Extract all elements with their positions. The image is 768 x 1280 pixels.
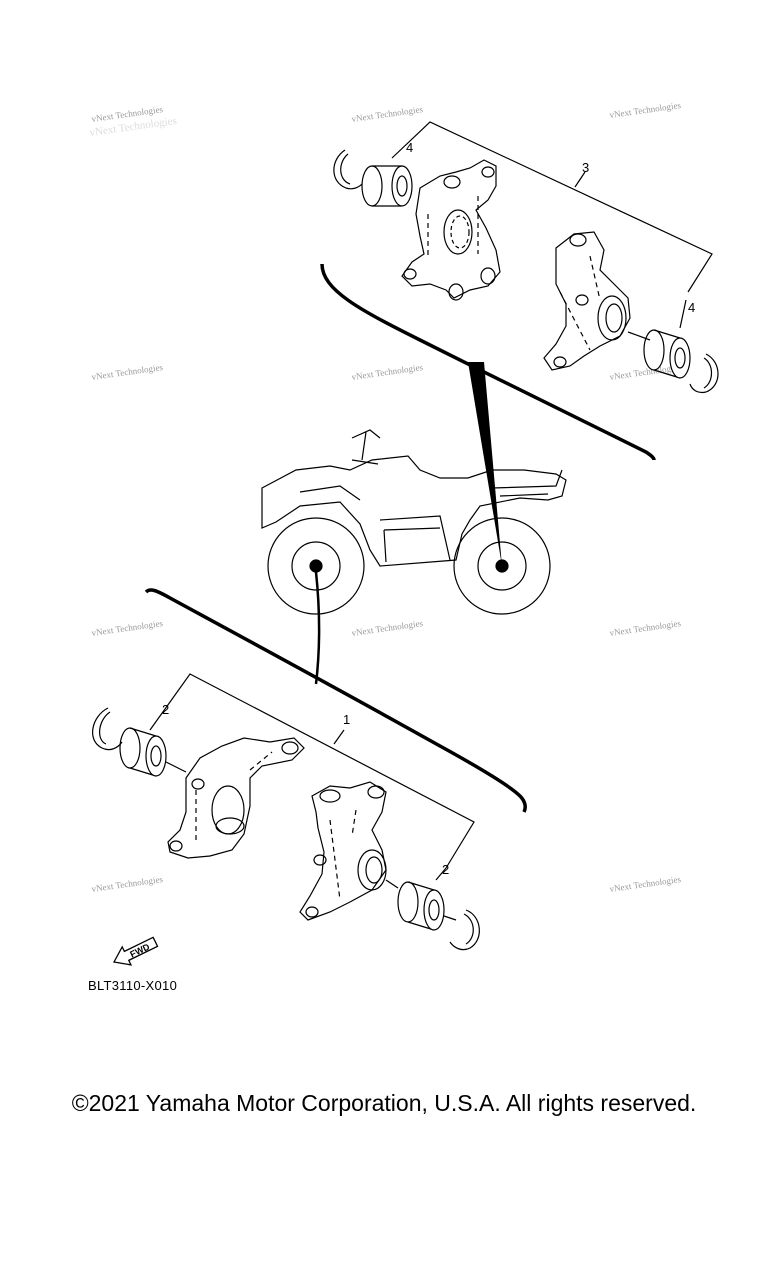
bearing-icon xyxy=(397,881,445,931)
knuckle-icon xyxy=(167,737,305,859)
bearing-icon xyxy=(361,165,413,207)
watermark: vNext Technologies xyxy=(351,104,424,124)
rear-group-brace xyxy=(320,263,656,461)
knuckle-icon xyxy=(401,159,501,301)
circlip-icon xyxy=(689,353,719,394)
front-group-brace xyxy=(144,588,527,813)
rear-pointer xyxy=(468,362,502,566)
fwd-arrow-icon: FWD xyxy=(112,936,159,966)
watermark: vNext Technologies xyxy=(609,874,682,894)
watermark: vNext Technologies xyxy=(91,362,164,382)
circlip-icon xyxy=(333,149,363,190)
front-wheel xyxy=(267,517,365,615)
circlip-icon xyxy=(92,707,123,751)
watermark: vNext Technologies xyxy=(351,618,424,638)
callout-2: 2 xyxy=(162,702,169,717)
watermark: vNext Technologies xyxy=(91,874,164,894)
callout-4: 4 xyxy=(406,140,413,155)
front-knuckle-group xyxy=(92,673,480,951)
atv-icon xyxy=(261,429,567,615)
callout-4: 4 xyxy=(688,300,695,315)
watermarks: vNext Technologies vNext Technologies vN… xyxy=(89,100,682,894)
knuckle-icon xyxy=(299,781,387,921)
bearing-icon xyxy=(627,329,691,379)
bearing-icon xyxy=(119,727,167,777)
front-pointer xyxy=(314,571,321,685)
watermark: vNext Technologies xyxy=(351,362,424,382)
copyright-notice: ©2021 Yamaha Motor Corporation, U.S.A. A… xyxy=(71,1090,697,1116)
watermark: vNext Technologies xyxy=(609,100,682,120)
rear-wheel xyxy=(453,517,551,615)
callout-3: 3 xyxy=(582,160,589,175)
callout-1: 1 xyxy=(343,712,350,727)
rear-knuckle-group xyxy=(333,121,719,394)
knuckle-icon xyxy=(543,231,631,371)
diagram-code: BLT3110-X010 xyxy=(88,978,178,993)
watermark: vNext Technologies xyxy=(609,618,682,638)
watermark: vNext Technologies xyxy=(91,618,164,638)
callout-2: 2 xyxy=(442,862,449,877)
circlip-icon xyxy=(449,909,480,951)
